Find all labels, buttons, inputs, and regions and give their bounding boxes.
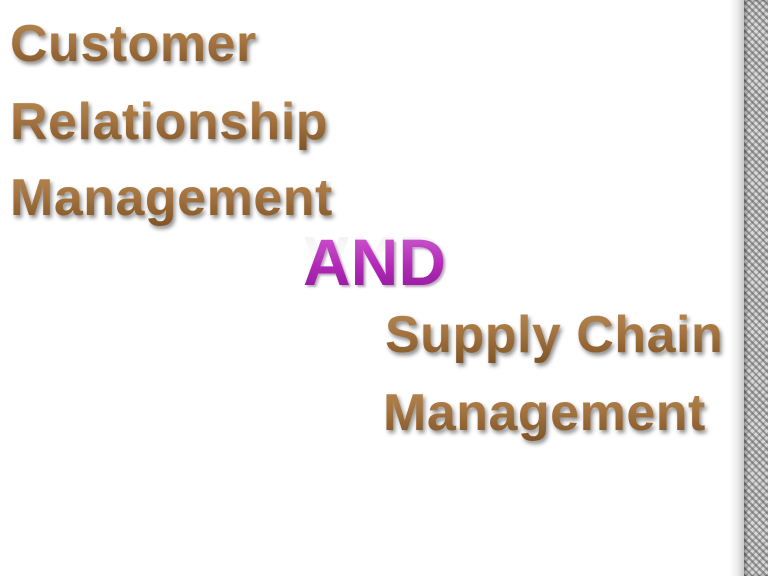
subtitle-line-management: Management: [383, 384, 706, 442]
title-line-management: Management: [10, 169, 333, 227]
title-line-relationship: Relationship: [10, 93, 329, 151]
page-edge-pattern: [744, 0, 768, 576]
connector-group: AND AND: [303, 223, 473, 346]
page-edge-shadow: [730, 0, 744, 576]
connector-and: AND: [303, 225, 446, 299]
title-line-customer: Customer: [10, 15, 257, 73]
subtitle-line-supply-chain: Supply Chain: [385, 306, 724, 364]
connector-and-reflection: AND: [303, 223, 446, 297]
